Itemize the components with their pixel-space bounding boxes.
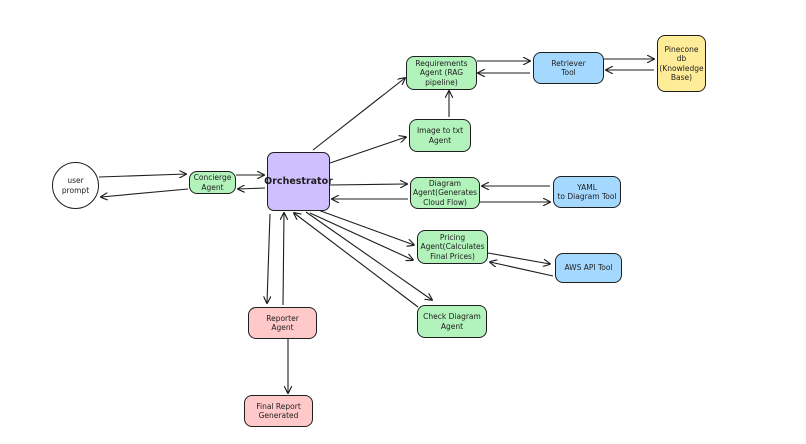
arrow-orchestrator-to-requirements bbox=[312, 78, 405, 151]
arrow-orchestrator-to-check-diagram bbox=[305, 211, 432, 300]
diagram-agent-node: Diagram Agent(Generates Cloud Flow) bbox=[410, 177, 480, 209]
arrow-orchestrator-to-concierge bbox=[238, 188, 266, 189]
pinecone-db-node: Pinecone db (Knowledge Base) bbox=[657, 35, 706, 92]
arrow-user-to-concierge bbox=[98, 174, 186, 177]
user-prompt-node: user prompt bbox=[52, 162, 99, 209]
final-report-node: Final Report Generated bbox=[244, 395, 313, 427]
concierge-agent-node: Concierge Agent bbox=[189, 171, 236, 194]
requirements-agent-node: Requirements Agent (RAG pipeline) bbox=[406, 56, 477, 90]
arrow-check-diagram-to-orchestrator bbox=[294, 213, 419, 308]
arrow-orchestrator-to-diagram-agent bbox=[329, 184, 407, 185]
arrow-reporter-to-orchestrator bbox=[283, 213, 284, 306]
check-diagram-agent-node: Check Diagram Agent bbox=[417, 305, 487, 338]
image-to-txt-agent-node: Image to txt Agent bbox=[409, 119, 471, 152]
yaml-to-diagram-tool-node: YAML to Diagram Tool bbox=[553, 176, 621, 208]
orchestrator-node: Orchestrator bbox=[264, 152, 333, 211]
pricing-agent-node: Pricing Agent(Calculates Final Prices) bbox=[417, 230, 488, 264]
arrow-concierge-to-user bbox=[101, 188, 189, 197]
arrow-orchestrator-to-pricing-a bbox=[317, 209, 414, 245]
aws-api-tool-node: AWS API Tool bbox=[555, 253, 622, 283]
arrow-orchestrator-to-reporter bbox=[267, 213, 270, 303]
arrow-orchestrator-to-image-agent bbox=[329, 137, 406, 164]
arrow-aws-to-pricing bbox=[490, 262, 554, 277]
retriever-tool-node: Retriever Tool bbox=[533, 52, 604, 84]
arrow-pricing-to-aws bbox=[487, 252, 550, 264]
arrow-orchestrator-to-pricing-b bbox=[309, 212, 413, 260]
reporter-agent-node: Reporter Agent bbox=[248, 307, 317, 339]
